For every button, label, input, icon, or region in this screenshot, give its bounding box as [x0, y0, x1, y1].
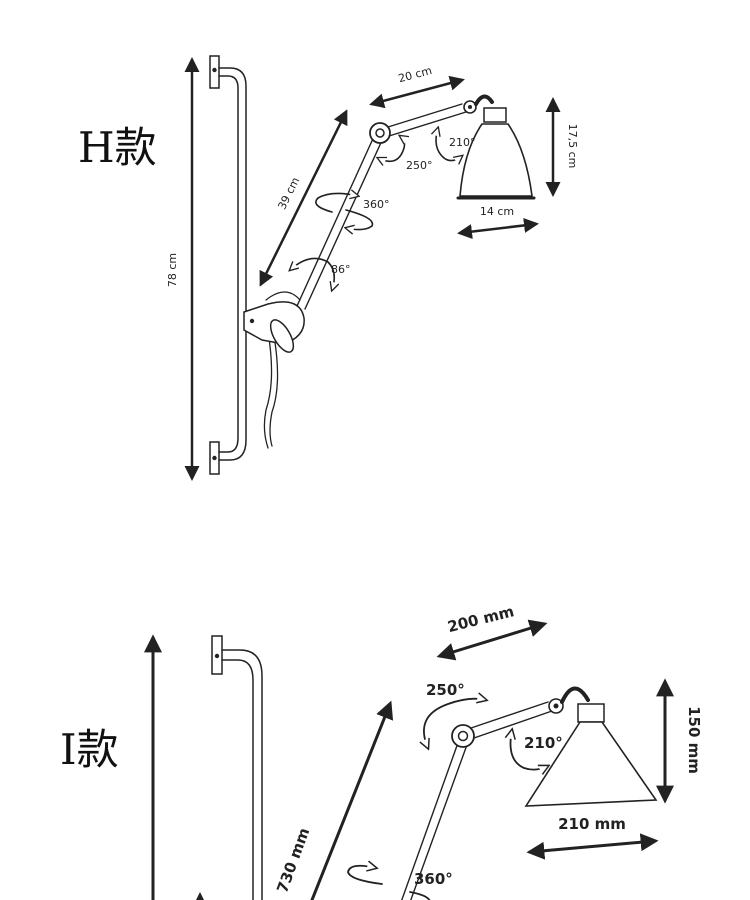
h-wall-bracket-bottom — [209, 441, 220, 475]
variant-i-label: I款 — [60, 725, 119, 774]
h-head-joint — [463, 100, 477, 114]
i-head-210-label: 210° — [524, 734, 563, 752]
i-rotate-360-label: 360° — [414, 870, 453, 888]
i-wall-bracket-top — [211, 635, 223, 675]
h-shade-width-label: 14 cm — [480, 205, 514, 218]
h-wall-rail-outer — [218, 67, 247, 461]
i-rotate-360-arrow — [347, 866, 431, 900]
h-rotate-360-arrow — [315, 193, 374, 229]
h-tilt-86-arrow — [290, 257, 334, 290]
variant-h-label: H款 — [78, 123, 157, 172]
h-lamp-shade — [456, 94, 536, 200]
i-upper-arm-arrow — [436, 619, 548, 661]
h-total-height-label: 78 cm — [166, 253, 179, 287]
h-elbow-250-label: 250° — [406, 159, 433, 172]
h-tilt-86-label: 86° — [331, 263, 351, 276]
h-wall-bracket-top — [209, 55, 220, 89]
i-head-210-arrow — [511, 730, 549, 770]
i-wall-rail-inner — [221, 659, 254, 900]
h-wall-rail-inner — [218, 75, 239, 453]
h-elbow-250-arrow — [378, 136, 405, 161]
i-shade-width-label: 210 mm — [558, 815, 626, 833]
i-wall-rail-outer — [221, 649, 263, 900]
i-upper-arm-label: 200 mm — [446, 602, 516, 636]
h-upper-arm-arrow — [369, 75, 465, 109]
h-lower-arm — [296, 131, 377, 307]
i-head-joint — [548, 698, 564, 714]
h-cable — [263, 331, 273, 449]
h-rotate-360-label: 360° — [363, 198, 390, 211]
i-arm-length-label: 730 mm — [273, 825, 313, 895]
h-arm-length-arrow — [259, 109, 348, 287]
h-clamp — [243, 291, 305, 353]
h-upper-arm — [387, 103, 463, 128]
h-head-210-arrow — [436, 128, 462, 161]
h-upper-arm-label: 20 cm — [397, 64, 433, 85]
i-lamp-shade — [524, 686, 658, 807]
i-shade-width-arrow — [526, 833, 659, 860]
variant-h-diagram: H款 78 cm — [78, 55, 579, 481]
h-shade-width-arrow — [457, 217, 539, 240]
i-elbow-250-arrow — [424, 699, 486, 748]
h-shade-height-label: 17,5 cm — [566, 124, 579, 169]
i-elbow-250-label: 250° — [426, 681, 465, 699]
h-head-210-label: 210° — [449, 136, 476, 149]
i-upper-arm — [470, 701, 549, 729]
h-elbow-joint — [369, 122, 391, 144]
i-shade-height-label: 150 mm — [685, 706, 703, 774]
i-arm-length-arrow — [310, 700, 394, 900]
i-lower-arm — [401, 739, 460, 900]
variant-i-diagram: I款 7 — [60, 602, 703, 900]
